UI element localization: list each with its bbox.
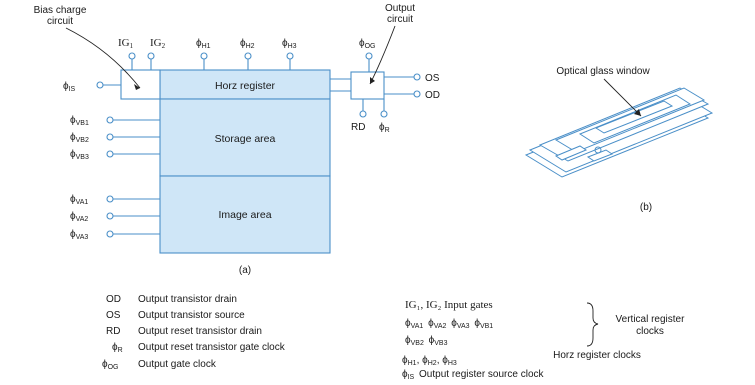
- pin-is: [96, 81, 104, 89]
- legend-horz-clocks: ϕH1, ϕH2, ϕH3: [402, 355, 457, 367]
- label-vb1: ϕVB1: [70, 115, 89, 127]
- pin-ig1: [128, 52, 136, 60]
- pin-ig2: [147, 52, 155, 60]
- image-area: [159, 175, 331, 254]
- legend-os-key: OS: [106, 310, 121, 321]
- legend-od-desc: Output transistor drain: [138, 294, 237, 305]
- label-rd: RD: [351, 122, 365, 133]
- legend-input-gates: IG₁, IG₂ Input gates: [405, 299, 493, 311]
- legend-vertical-label-2: clocks: [636, 326, 664, 337]
- bias-charge-callout-1: Bias charge: [34, 5, 87, 16]
- pin-r: [380, 110, 388, 118]
- legend-r-key: ϕR: [112, 342, 123, 354]
- storage-area-label: Storage area: [215, 133, 276, 145]
- right-pins: OS OD: [384, 73, 440, 101]
- pin-h3: [286, 52, 294, 60]
- legend-r-desc: Output reset transistor gate clock: [138, 342, 286, 353]
- pin-os: [413, 73, 421, 81]
- label-h3: ϕH3: [282, 38, 297, 50]
- legend-og-key: ϕOG: [102, 359, 119, 371]
- legend-horz-label: Horz register clocks: [553, 350, 641, 361]
- label-h1: ϕH1: [196, 38, 211, 50]
- label-ig1: IG1: [118, 37, 134, 50]
- label-os: OS: [425, 73, 440, 84]
- legend-rd-key: RD: [106, 326, 120, 337]
- output-callout-2: circuit: [387, 14, 413, 25]
- legend-vertical-clocks-2: ϕVB2 ϕVB3: [405, 335, 448, 348]
- legend-od-key: OD: [106, 294, 121, 305]
- pin-vb1: [106, 116, 114, 124]
- label-h2: ϕH2: [240, 38, 255, 50]
- legend-brace: [586, 302, 599, 347]
- label-va1: ϕVA1: [70, 194, 88, 206]
- label-ig2: IG2: [150, 37, 166, 50]
- legend-og-desc: Output gate clock: [138, 359, 217, 370]
- legend-right: IG₁, IG₂ Input gates ϕVA1 ϕVA2 ϕVA3 ϕVB1…: [402, 299, 686, 382]
- label-od: OD: [425, 90, 440, 101]
- pin-vb2: [106, 133, 114, 141]
- image-area-label: Image area: [218, 209, 271, 221]
- bias-callout-arrow: [65, 27, 141, 89]
- caption-a: (a): [239, 265, 251, 276]
- pin-rd: [359, 110, 367, 118]
- label-va2: ϕVA2: [70, 211, 88, 223]
- horz-register: [159, 69, 331, 100]
- label-is: ϕIS: [63, 81, 76, 93]
- optical-glass-label: Optical glass window: [556, 66, 650, 77]
- figure-a: Horz register Storage area Image area Bi…: [34, 3, 440, 276]
- legend-os-desc: Output transistor source: [138, 310, 245, 321]
- pin-vb3: [106, 150, 114, 158]
- figure-b: Optical glass window (b): [524, 66, 714, 213]
- label-r: ϕR: [379, 122, 390, 134]
- pin-va1: [106, 195, 114, 203]
- legend-is-line: ϕIS Output register source clock: [402, 369, 545, 382]
- pin-va3: [106, 230, 114, 238]
- pin-h1: [200, 52, 208, 60]
- output-circuit: [350, 71, 385, 100]
- pin-od: [413, 90, 421, 98]
- label-og: ϕOG: [359, 38, 376, 50]
- legend-vertical-label-1: Vertical register: [616, 314, 686, 325]
- left-pins: ϕIS ϕVB1 ϕVB2 ϕVB3 ϕVA1 ϕVA2 ϕVA3: [63, 81, 160, 241]
- pin-h2: [244, 52, 252, 60]
- glass-callout-arrow: [603, 78, 642, 117]
- bias-charge-circuit: [120, 69, 161, 100]
- label-vb2: ϕVB2: [70, 132, 89, 144]
- storage-area: [159, 98, 331, 177]
- pin-va2: [106, 212, 114, 220]
- horz-register-label: Horz register: [215, 80, 276, 92]
- legend-vertical-clocks-1: ϕVA1 ϕVA2 ϕVA3 ϕVB1: [405, 318, 493, 331]
- pin-og: [365, 52, 373, 60]
- legend-left: OD Output transistor drain OS Output tra…: [102, 294, 286, 371]
- output-callout-1: Output: [385, 3, 415, 14]
- legend-rd-desc: Output reset transistor drain: [138, 326, 262, 337]
- label-va3: ϕVA3: [70, 229, 88, 241]
- top-pins: IG1 IG2 ϕH1 ϕH2 ϕH3 ϕOG: [118, 37, 376, 72]
- caption-b: (b): [640, 202, 652, 213]
- label-vb3: ϕVB3: [70, 149, 89, 161]
- bias-charge-callout-2: circuit: [47, 16, 73, 27]
- bottom-pins: RD ϕR: [351, 99, 390, 134]
